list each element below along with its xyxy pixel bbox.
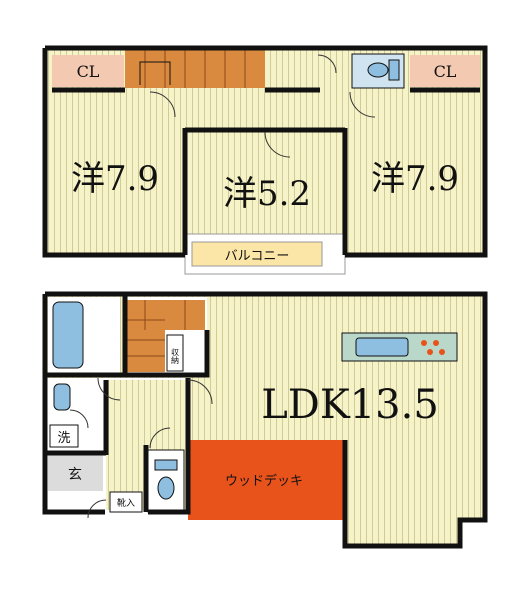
bedroom-left-label: 洋7.9 xyxy=(71,159,159,199)
wood-deck-label: ウッドデッキ xyxy=(225,473,303,489)
entrance-label: 玄 xyxy=(68,466,82,483)
bedroom-right-label: 洋7.9 xyxy=(371,159,459,199)
closet-left-label: CL xyxy=(77,62,100,81)
lower-door-swings xyxy=(69,377,213,519)
toilet-lower xyxy=(147,449,185,513)
wood-deck xyxy=(188,440,345,520)
entrance-area xyxy=(48,455,103,491)
upper-floor: CL CL 洋7.9 洋5.2 洋7.9 バルコニー xyxy=(42,45,488,275)
shoe-storage-label: 靴入 xyxy=(117,497,135,509)
shoe-storage-box xyxy=(109,491,143,513)
upper-walls xyxy=(42,45,488,258)
storage-label: 収納 xyxy=(171,347,180,365)
toilet-upper xyxy=(351,53,405,89)
washroom-label: 洗 xyxy=(57,431,70,446)
washroom xyxy=(48,380,106,452)
stairs-upper xyxy=(125,50,265,88)
stairs-lower xyxy=(125,297,207,375)
balcony-label: バルコニー xyxy=(225,249,290,264)
lower-walls xyxy=(42,291,488,549)
kitchen-counter xyxy=(341,332,458,362)
closet-left xyxy=(52,55,124,87)
closet-right-label: CL xyxy=(434,62,457,81)
upper-door-swings xyxy=(149,54,376,158)
bathroom xyxy=(48,297,120,375)
storage-box xyxy=(166,334,184,372)
lower-floor: LDK13.5 ウッドデッキ 玄 洗 収納 靴入 xyxy=(42,291,488,549)
ldk-label: LDK13.5 xyxy=(261,382,439,428)
bedroom-center-label: 洋5.2 xyxy=(223,174,311,214)
closet-right xyxy=(410,55,480,87)
